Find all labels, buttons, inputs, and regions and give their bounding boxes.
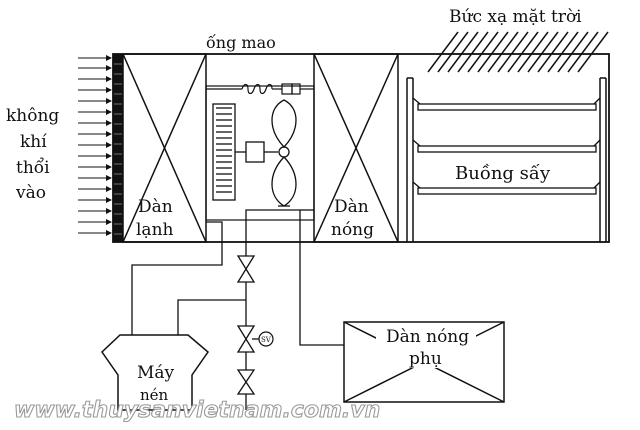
- air-inlet-label-1: không: [6, 106, 59, 126]
- compressor-label-2: nén: [140, 386, 169, 404]
- refrigerant-piping: [131, 209, 344, 410]
- watermark-text: www.thuysanvietnam.com.vn: [14, 398, 380, 423]
- sv-label: SV: [261, 336, 272, 344]
- air-inlet-grille: [113, 54, 123, 242]
- evaporator-label-2: lạnh: [136, 220, 174, 240]
- compressor-label-1: Máy: [137, 363, 175, 383]
- drying-chamber-label: Buồng sấy: [455, 163, 551, 184]
- capillary-tube: [206, 83, 314, 95]
- air-inlet-label-4: vào: [15, 183, 46, 203]
- aux-condenser-label-2: phụ: [409, 349, 442, 369]
- solar-radiation-label: Bức xạ mặt trời: [449, 7, 582, 27]
- solenoid-valve: [236, 325, 256, 353]
- drying-trays: [412, 97, 601, 195]
- evaporator-label-1: Dàn: [138, 197, 173, 217]
- air-inlet-grille-lines: [114, 63, 122, 235]
- expansion-valve-upper: [236, 255, 256, 283]
- condenser-label-2: nóng: [331, 220, 374, 240]
- air-inlet-label-3: thổi: [16, 158, 50, 178]
- air-inlet-label-2: khí: [20, 132, 47, 152]
- incoming-air-arrows: [78, 55, 112, 236]
- aux-condenser-label-1: Dàn nóng: [386, 327, 469, 347]
- fan-assembly: [212, 99, 297, 207]
- drying-chamber: [406, 77, 607, 242]
- solar-radiation-hatching: [427, 31, 609, 73]
- capillary-tube-label: ống mao: [206, 33, 276, 52]
- sv-indicator-icon: [258, 331, 274, 347]
- compressor: [101, 334, 210, 411]
- condenser-label-1: Dàn: [334, 197, 369, 217]
- aux-condenser-label-bg: [376, 326, 476, 368]
- valve-lower: [236, 369, 256, 395]
